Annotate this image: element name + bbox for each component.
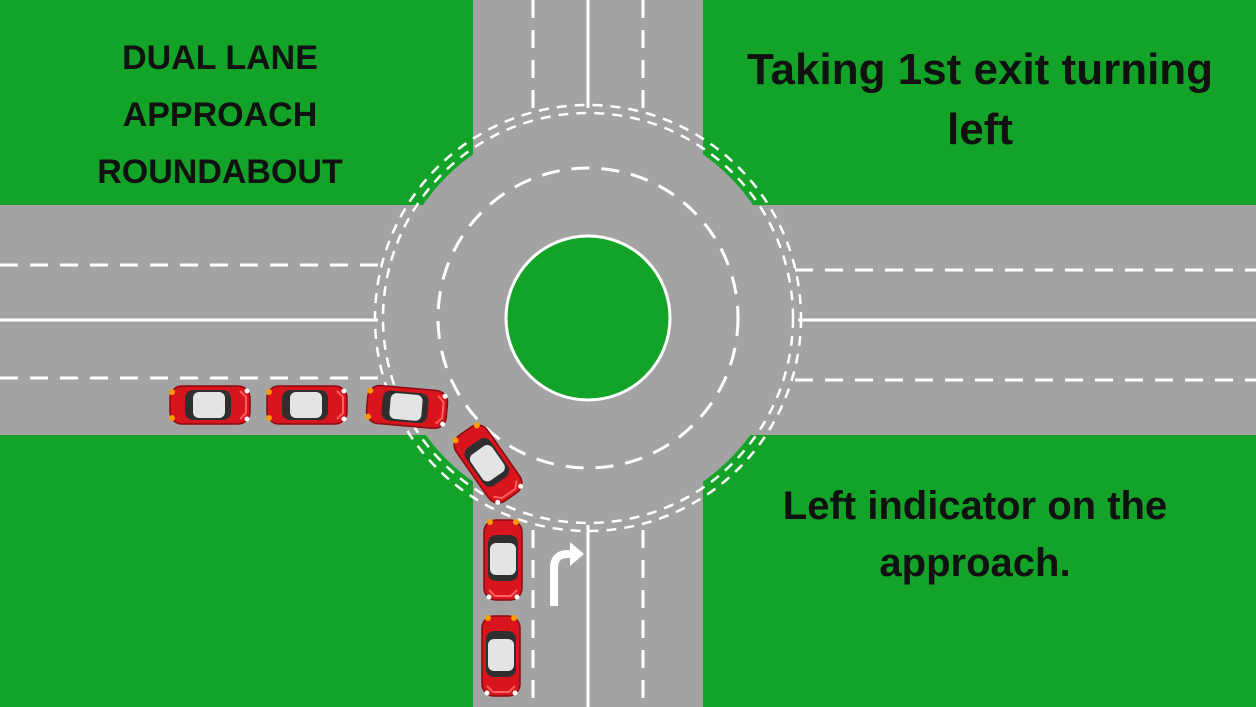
diagram-title: DUAL LANE APPROACH ROUNDABOUT	[60, 30, 380, 201]
red-car-icon	[483, 518, 523, 601]
title-line-2: APPROACH	[122, 96, 318, 134]
indicator-instruction: Left indicator on the approach.	[782, 484, 1168, 585]
title-line-3: ROUNDABOUT	[97, 153, 343, 191]
central-island	[504, 234, 672, 402]
outer-give-way-ring-2	[373, 103, 803, 533]
red-car-icon	[168, 385, 251, 425]
title-line-1: DUAL LANE	[122, 39, 318, 77]
red-car-icon	[265, 385, 348, 425]
right-turn-lane-arrow-icon	[550, 542, 584, 606]
outer-give-way-ring	[381, 111, 795, 525]
maneuver-heading: Taking 1st exit turning left	[746, 45, 1214, 154]
inner-lane-ring	[436, 166, 740, 470]
red-car-icon	[481, 614, 521, 697]
red-car-icon	[363, 383, 450, 431]
